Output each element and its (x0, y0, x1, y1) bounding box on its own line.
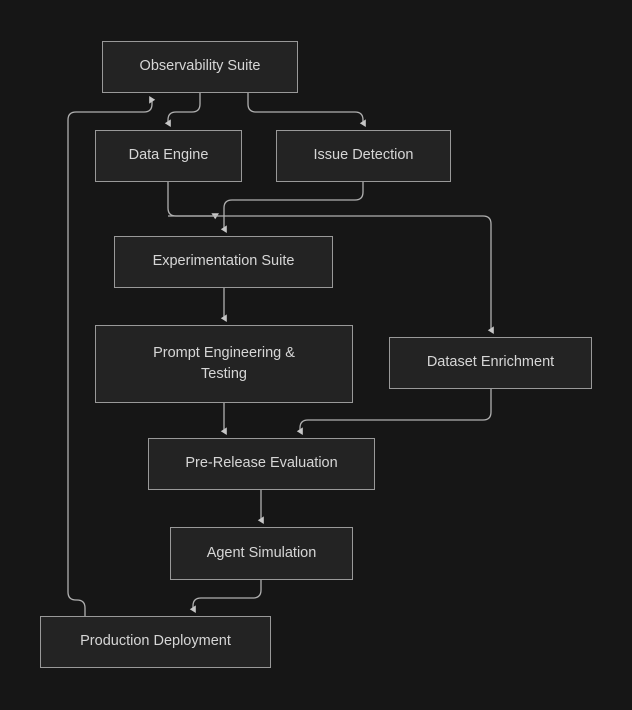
edge-data-engine-to-dataset-enrichment (168, 215, 494, 335)
node-observability-suite[interactable]: Observability Suite (102, 41, 298, 93)
node-label: Production Deployment (80, 633, 231, 650)
node-pre-release-evaluation[interactable]: Pre-Release Evaluation (148, 438, 375, 490)
node-label: Observability Suite (139, 58, 261, 75)
node-data-engine[interactable]: Data Engine (95, 130, 242, 182)
node-prompt-engineering[interactable]: Prompt Engineering & Testing (95, 325, 353, 403)
node-dataset-enrichment[interactable]: Dataset Enrichment (389, 337, 592, 389)
node-agent-simulation[interactable]: Agent Simulation (170, 527, 353, 580)
node-label: Issue Detection (313, 147, 414, 164)
node-experimentation-suite[interactable]: Experimentation Suite (114, 236, 333, 288)
edge-observability-to-data-engine (164, 93, 201, 128)
edge-data-engine-to-experimentation (167, 182, 220, 220)
edge-production-to-observability (67, 95, 156, 616)
node-label: Dataset Enrichment (426, 354, 555, 371)
node-issue-detection[interactable]: Issue Detection (276, 130, 451, 182)
node-label: Prompt Engineering & Testing (153, 344, 295, 382)
edge-agent-simulation-to-production (189, 580, 262, 614)
node-label: Agent Simulation (206, 544, 317, 561)
node-label: Experimentation Suite (152, 253, 295, 270)
node-production-deployment[interactable]: Production Deployment (40, 616, 271, 668)
node-label: Pre-Release Evaluation (185, 455, 338, 472)
edge-dataset-enrichment-to-pre-release (296, 389, 492, 436)
edge-issue-detection-to-experimentation (220, 182, 364, 234)
edge-observability-to-issue-detection (247, 93, 366, 128)
node-label: Data Engine (128, 147, 209, 164)
